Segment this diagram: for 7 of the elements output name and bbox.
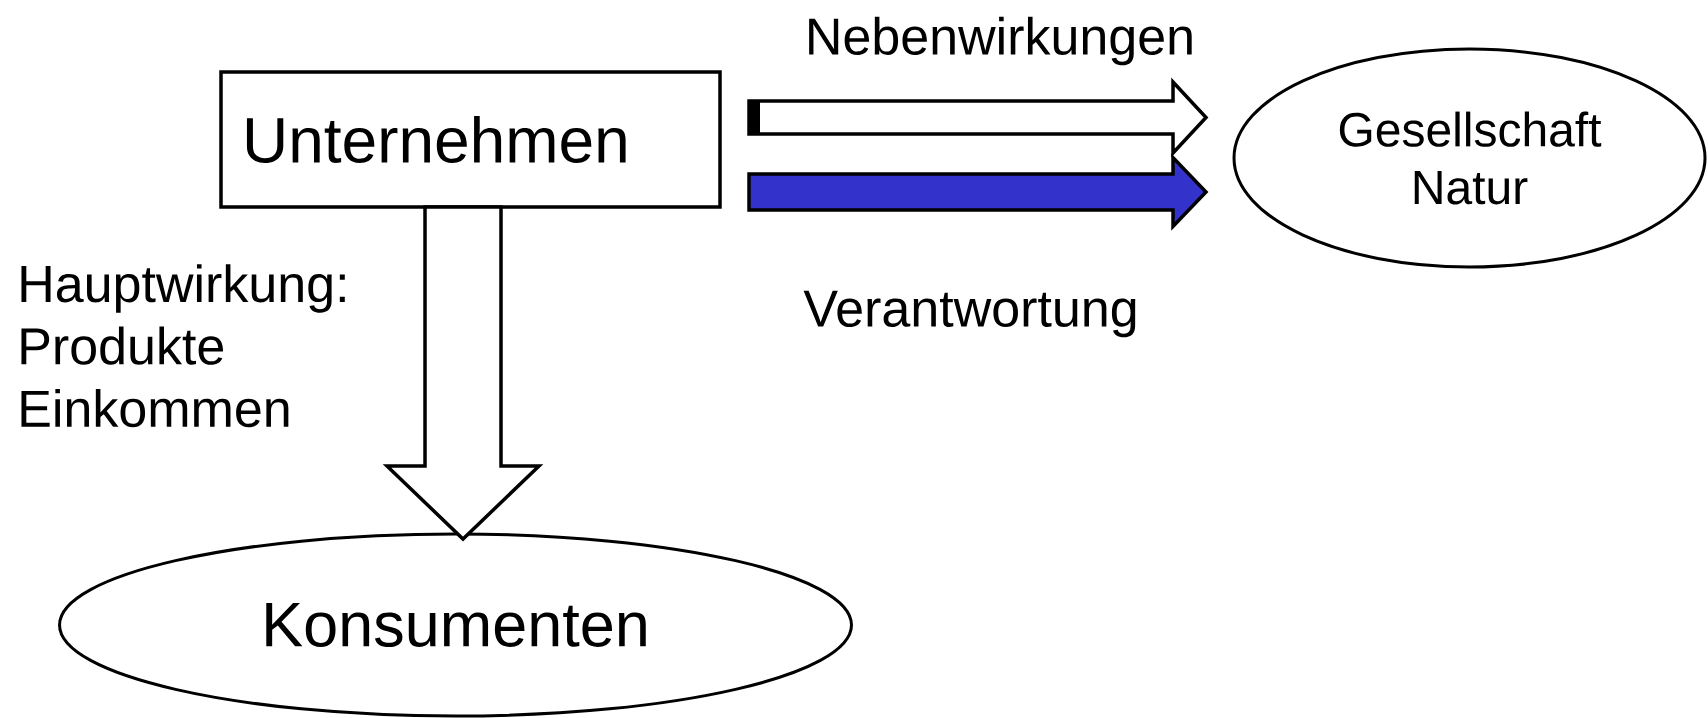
company-box: Unternehmen: [219, 70, 722, 209]
edge-label: Nebenwirkungen: [809, 16, 1192, 66]
edge-label: Verantwortung: [803, 290, 1136, 338]
block-arrow: [382, 205, 544, 542]
edge-label: Hauptwirkung: Produkte Einkommen: [21, 264, 345, 428]
block-arrow: [747, 77, 1209, 158]
block-arrow: [747, 153, 1209, 231]
